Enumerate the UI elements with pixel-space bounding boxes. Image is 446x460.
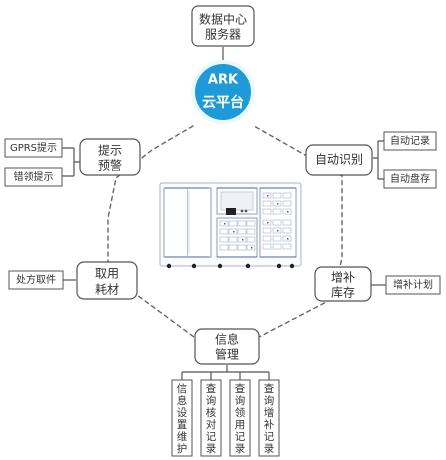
bottom-leaf-4-char-4: 补 bbox=[264, 418, 275, 431]
prompt-warning-line-1: 提示 bbox=[98, 143, 122, 158]
bottom-leaf-3-char-2: 询 bbox=[235, 394, 246, 407]
prompt-warning-node: 提示 预警 bbox=[79, 138, 141, 176]
left-top-leaf-1: GPRS提示 bbox=[4, 138, 63, 158]
bottom-leaf-4-char-5: 记 bbox=[264, 431, 275, 443]
top-server-line-1: 数据中心 bbox=[199, 12, 247, 27]
information-management-node: 信息 管理 bbox=[194, 328, 260, 365]
bottom-leaf-3-char-3: 领 bbox=[235, 406, 246, 419]
replenish-stock-line-1: 增补 bbox=[331, 271, 355, 285]
take-supplies-line-1: 取用 bbox=[95, 267, 119, 281]
connector-left-top bbox=[62, 147, 80, 177]
bottom-leaf-2-char-4: 对 bbox=[206, 418, 217, 431]
bottom-leaf-1-char-4: 置 bbox=[177, 419, 188, 431]
bottom-leaf-2-char-6: 录 bbox=[206, 443, 217, 455]
left-top-leaf-2: 错领提示 bbox=[4, 167, 63, 187]
bottom-leaf-4-char-1: 查 bbox=[264, 382, 275, 395]
bottom-leaf-2-char-5: 记 bbox=[206, 431, 217, 443]
bottom-leaf-2-char-2: 询 bbox=[206, 394, 217, 407]
bottom-leaf-1-char-5: 维 bbox=[177, 430, 188, 443]
right-bottom-leaf: 增补计划 bbox=[385, 275, 441, 295]
take-supplies-line-2: 耗材 bbox=[95, 283, 119, 297]
bottom-leaf-3-char-6: 录 bbox=[235, 443, 246, 455]
bottom-leaf-2-char-1: 查 bbox=[206, 382, 217, 395]
bottom-leaf-4: 查 询 增 补 记 录 bbox=[258, 379, 280, 457]
bottom-leaf-1: 信 息 设 置 维 护 bbox=[171, 379, 193, 457]
bottom-leaf-2: 查 询 核 对 记 录 bbox=[200, 379, 222, 457]
left-bottom-leaf: 处方取件 bbox=[8, 270, 64, 290]
bottom-leaf-4-char-3: 增 bbox=[264, 406, 275, 419]
top-server-line-2: 服务器 bbox=[205, 27, 241, 42]
cloud-platform-node: ARK 云平台 bbox=[191, 60, 255, 124]
bottom-leaf-1-char-3: 设 bbox=[177, 407, 188, 419]
right-bottom-leaf-label: 增补计划 bbox=[393, 278, 433, 291]
prompt-warning-line-2: 预警 bbox=[98, 158, 122, 173]
right-top-leaf-2-label: 自动盘存 bbox=[390, 172, 430, 185]
right-top-leaf-1-label: 自动记录 bbox=[390, 134, 430, 147]
bottom-leaf-3-char-5: 记 bbox=[235, 431, 246, 443]
replenish-stock-node: 增补 库存 bbox=[314, 266, 372, 302]
dashed-ring bbox=[107, 125, 343, 349]
bottom-leaf-4-char-2: 询 bbox=[264, 394, 275, 407]
bottom-leaf-1-char-1: 信 bbox=[177, 383, 188, 395]
bottom-leaf-1-char-2: 息 bbox=[177, 394, 188, 407]
left-top-leaf-1-label: GPRS提示 bbox=[10, 142, 57, 154]
top-server-node: 数据中心 服务器 bbox=[191, 5, 255, 47]
auto-recognition-label: 自动识别 bbox=[315, 153, 363, 167]
information-management-line-2: 管理 bbox=[215, 347, 239, 362]
information-management-line-1: 信息 bbox=[215, 332, 239, 347]
replenish-stock-line-2: 库存 bbox=[331, 285, 355, 300]
left-top-leaf-2-label: 错领提示 bbox=[14, 170, 54, 183]
auto-recognition-node: 自动识别 bbox=[305, 144, 373, 176]
bottom-leaf-3-char-1: 查 bbox=[235, 382, 246, 395]
connector-right-top bbox=[373, 140, 384, 180]
cloud-label: 云平台 bbox=[202, 94, 244, 111]
left-bottom-leaf-label: 处方取件 bbox=[16, 273, 56, 286]
right-top-leaf-2: 自动盘存 bbox=[383, 169, 437, 189]
connector-bottom bbox=[181, 365, 270, 380]
right-top-leaf-1: 自动记录 bbox=[383, 131, 437, 151]
bottom-leaf-3-char-4: 用 bbox=[235, 419, 246, 431]
bottom-leaf-4-char-6: 录 bbox=[264, 443, 275, 455]
take-supplies-node: 取用 耗材 bbox=[76, 261, 138, 300]
smart-cabinet-image bbox=[159, 182, 302, 269]
bottom-leaf-2-char-3: 核 bbox=[206, 406, 217, 419]
cloud-logo: ARK bbox=[208, 73, 239, 88]
bottom-leaf-1-char-6: 护 bbox=[177, 442, 188, 455]
bottom-leaf-3: 查 询 领 用 记 录 bbox=[229, 379, 251, 457]
